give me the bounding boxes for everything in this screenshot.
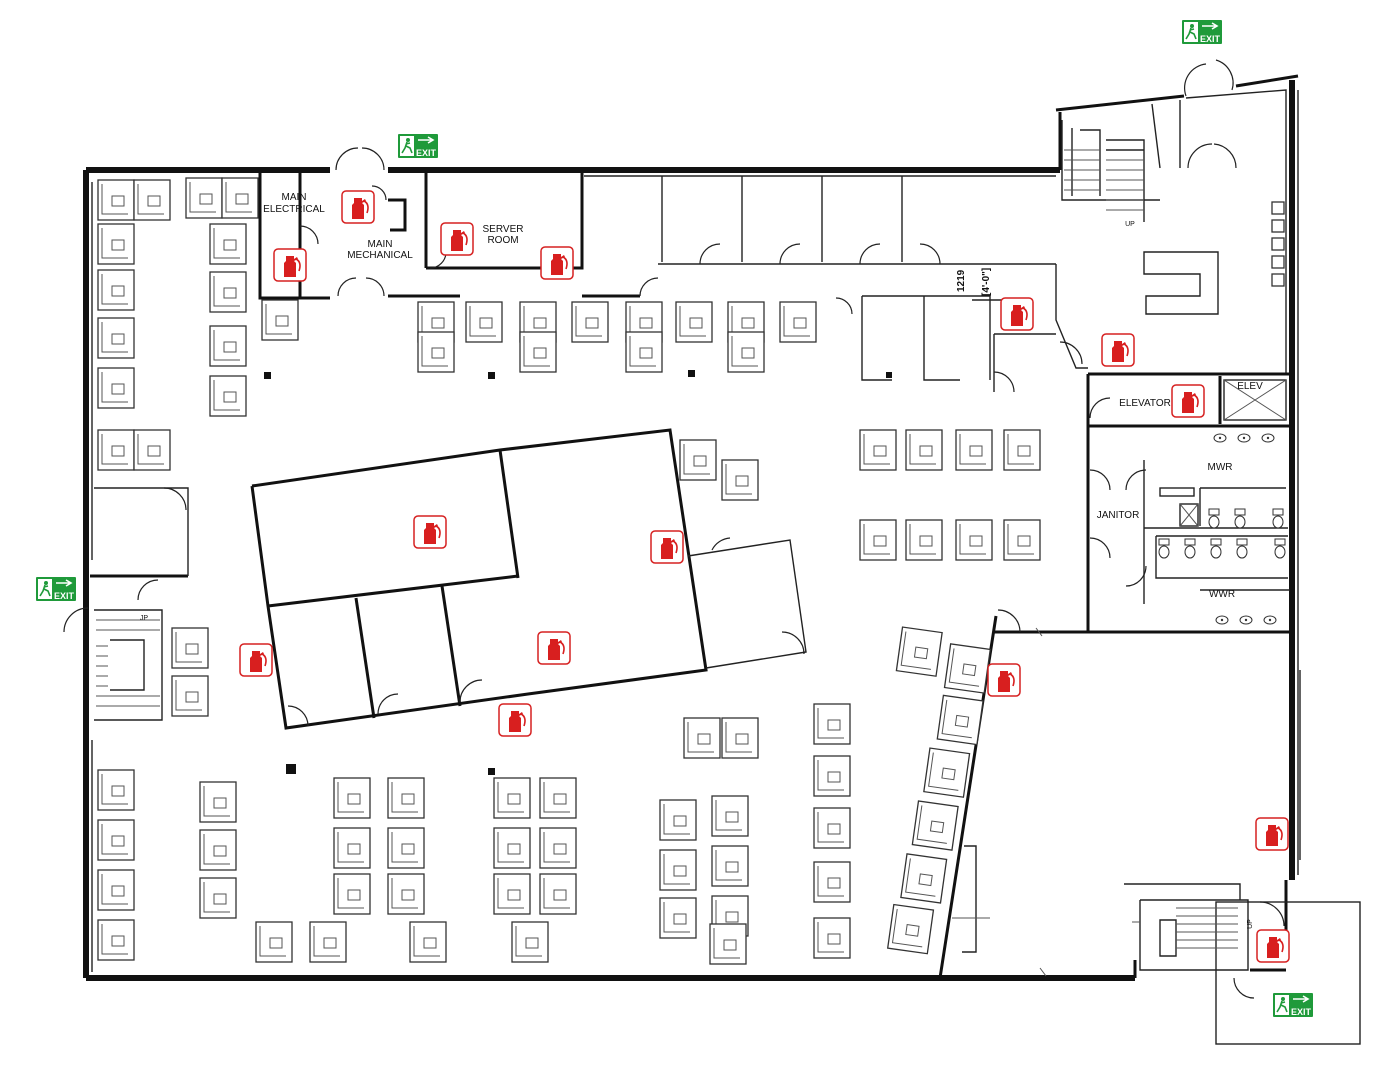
dimension-metric: 1219 (956, 269, 967, 292)
stair-up-label-north: UP (1125, 221, 1135, 228)
elev-label: ELEV (1237, 381, 1263, 392)
main-electrical-label-1: MAIN (282, 192, 307, 203)
fire-extinguisher-icon (540, 246, 574, 280)
southeast-stair (1124, 883, 1361, 1045)
workstations-west-mid (171, 627, 209, 717)
main-electrical-label-2: ELECTRICAL (263, 204, 325, 215)
svg-text:EXIT: EXIT (1200, 34, 1221, 44)
fire-extinguisher-icon (273, 248, 307, 282)
exit-sign-southeast: EXIT (1272, 992, 1314, 1018)
svg-text:EXIT: EXIT (416, 148, 437, 158)
jp-label: JP (140, 615, 149, 622)
server-room-label-2: ROOM (487, 235, 518, 246)
central-conference-rooms (250, 428, 807, 730)
fire-extinguisher-icon (1255, 817, 1289, 851)
dimension-imperial: [4'-0"] (981, 268, 992, 296)
west-stair (63, 487, 189, 721)
workstations-north-row (417, 301, 817, 373)
fire-extinguisher-icon (341, 190, 375, 224)
main-mechanical-label-2: MECHANICAL (347, 250, 413, 261)
fire-extinguisher-icon (1171, 384, 1205, 418)
window-ticks (91, 90, 1301, 972)
fire-extinguisher-icon (440, 222, 474, 256)
wwr-label: WWR (1209, 589, 1235, 600)
fire-extinguisher-icon (1101, 333, 1135, 367)
stair-up-label-south: UP (1247, 919, 1254, 929)
top-offices (584, 175, 1088, 393)
svg-text:EXIT: EXIT (1291, 1007, 1312, 1017)
mwr-label: MWR (1208, 462, 1233, 473)
fire-extinguisher-icon (537, 631, 571, 665)
exit-sign-north: EXIT (397, 133, 439, 159)
fire-extinguisher-icon (239, 643, 273, 677)
fire-extinguisher-icon (1256, 929, 1290, 963)
fire-extinguisher-icon (498, 703, 532, 737)
service-rooms (258, 147, 659, 300)
main-mechanical-label-1: MAIN (368, 239, 393, 250)
fire-extinguisher-icon (650, 530, 684, 564)
workstations-east-block (679, 429, 1041, 561)
outer-walls (83, 74, 1299, 981)
fire-extinguisher-icon (413, 515, 447, 549)
server-room-label-1: SERVER (483, 224, 524, 235)
workstations-south-field (97, 703, 851, 965)
exit-sign-west: EXIT (35, 576, 77, 602)
fire-extinguisher-icon (1000, 297, 1034, 331)
exit-sign-northeast: EXIT (1181, 19, 1223, 45)
janitor-label: JANITOR (1097, 510, 1140, 521)
northeast-lobby (1061, 59, 1287, 374)
fire-extinguisher-icon (987, 663, 1021, 697)
workstations-west-column (97, 177, 299, 471)
workstations-diagonal (887, 626, 991, 955)
svg-text:EXIT: EXIT (54, 591, 75, 601)
elevator-label: ELEVATOR (1119, 398, 1171, 409)
